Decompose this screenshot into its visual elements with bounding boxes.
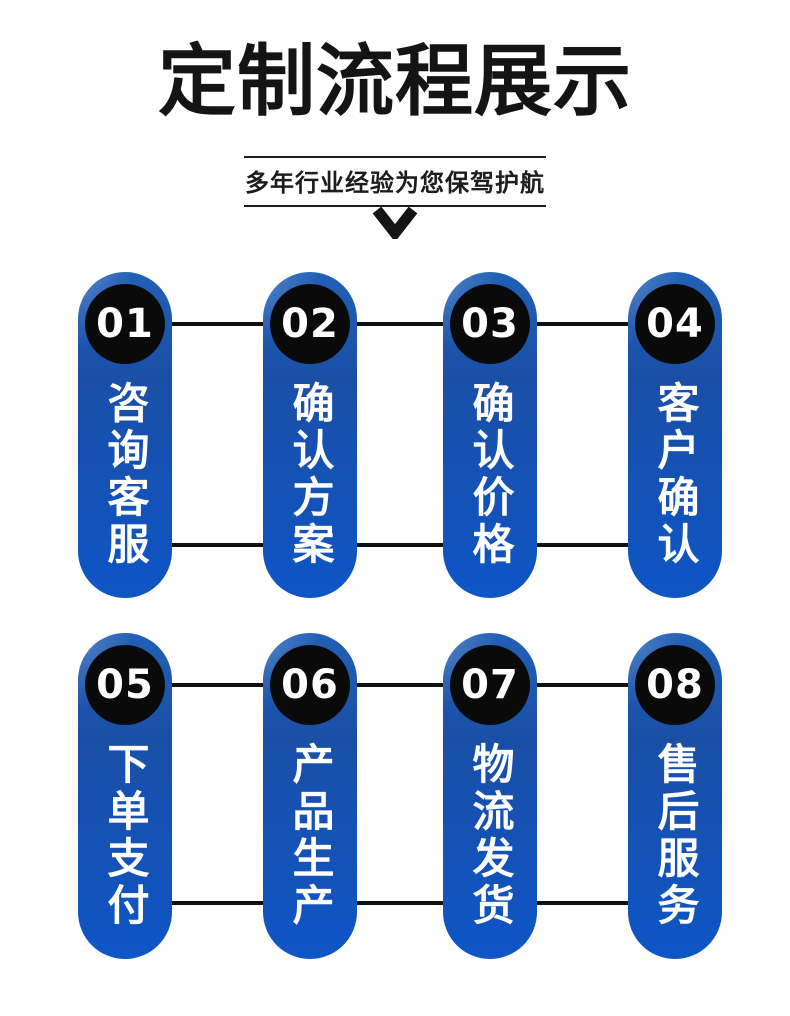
step-pill-2: 02 确认方案 [263,272,357,598]
step-number-badge: 07 [450,645,530,725]
step-number-badge: 06 [270,645,350,725]
step-number-badge: 05 [85,645,165,725]
page-title: 定制流程展示 [157,37,632,127]
page-subtitle-text: 多年行业经验为您保驾护航 [245,169,545,197]
step-label: 售后服务 [651,742,700,930]
connector-line [125,322,675,326]
step-pill-1: 01 咨询客服 [78,272,172,598]
chevron-down-icon [372,207,418,239]
step-label: 下单支付 [101,742,150,930]
page-subtitle: 多年行业经验为您保驾护航 [244,156,546,207]
connector-line [125,683,675,687]
step-pill-6: 06 产品生产 [263,633,357,959]
step-label: 咨询客服 [101,381,150,569]
step-label: 客户确认 [651,381,700,569]
step-pill-5: 05 下单支付 [78,633,172,959]
step-pill-3: 03 确认价格 [443,272,537,598]
step-number-badge: 01 [85,284,165,364]
step-label: 物流发货 [466,742,515,930]
step-pill-7: 07 物流发货 [443,633,537,959]
step-label: 产品生产 [286,742,335,930]
step-number-badge: 04 [635,284,715,364]
connector-line [125,901,675,905]
step-label: 确认方案 [286,381,335,569]
connector-line [125,543,675,547]
step-label: 确认价格 [466,381,515,569]
step-number-badge: 03 [450,284,530,364]
step-pill-8: 08 售后服务 [628,633,722,959]
step-number-badge: 02 [270,284,350,364]
step-pill-4: 04 客户确认 [628,272,722,598]
step-number-badge: 08 [635,645,715,725]
